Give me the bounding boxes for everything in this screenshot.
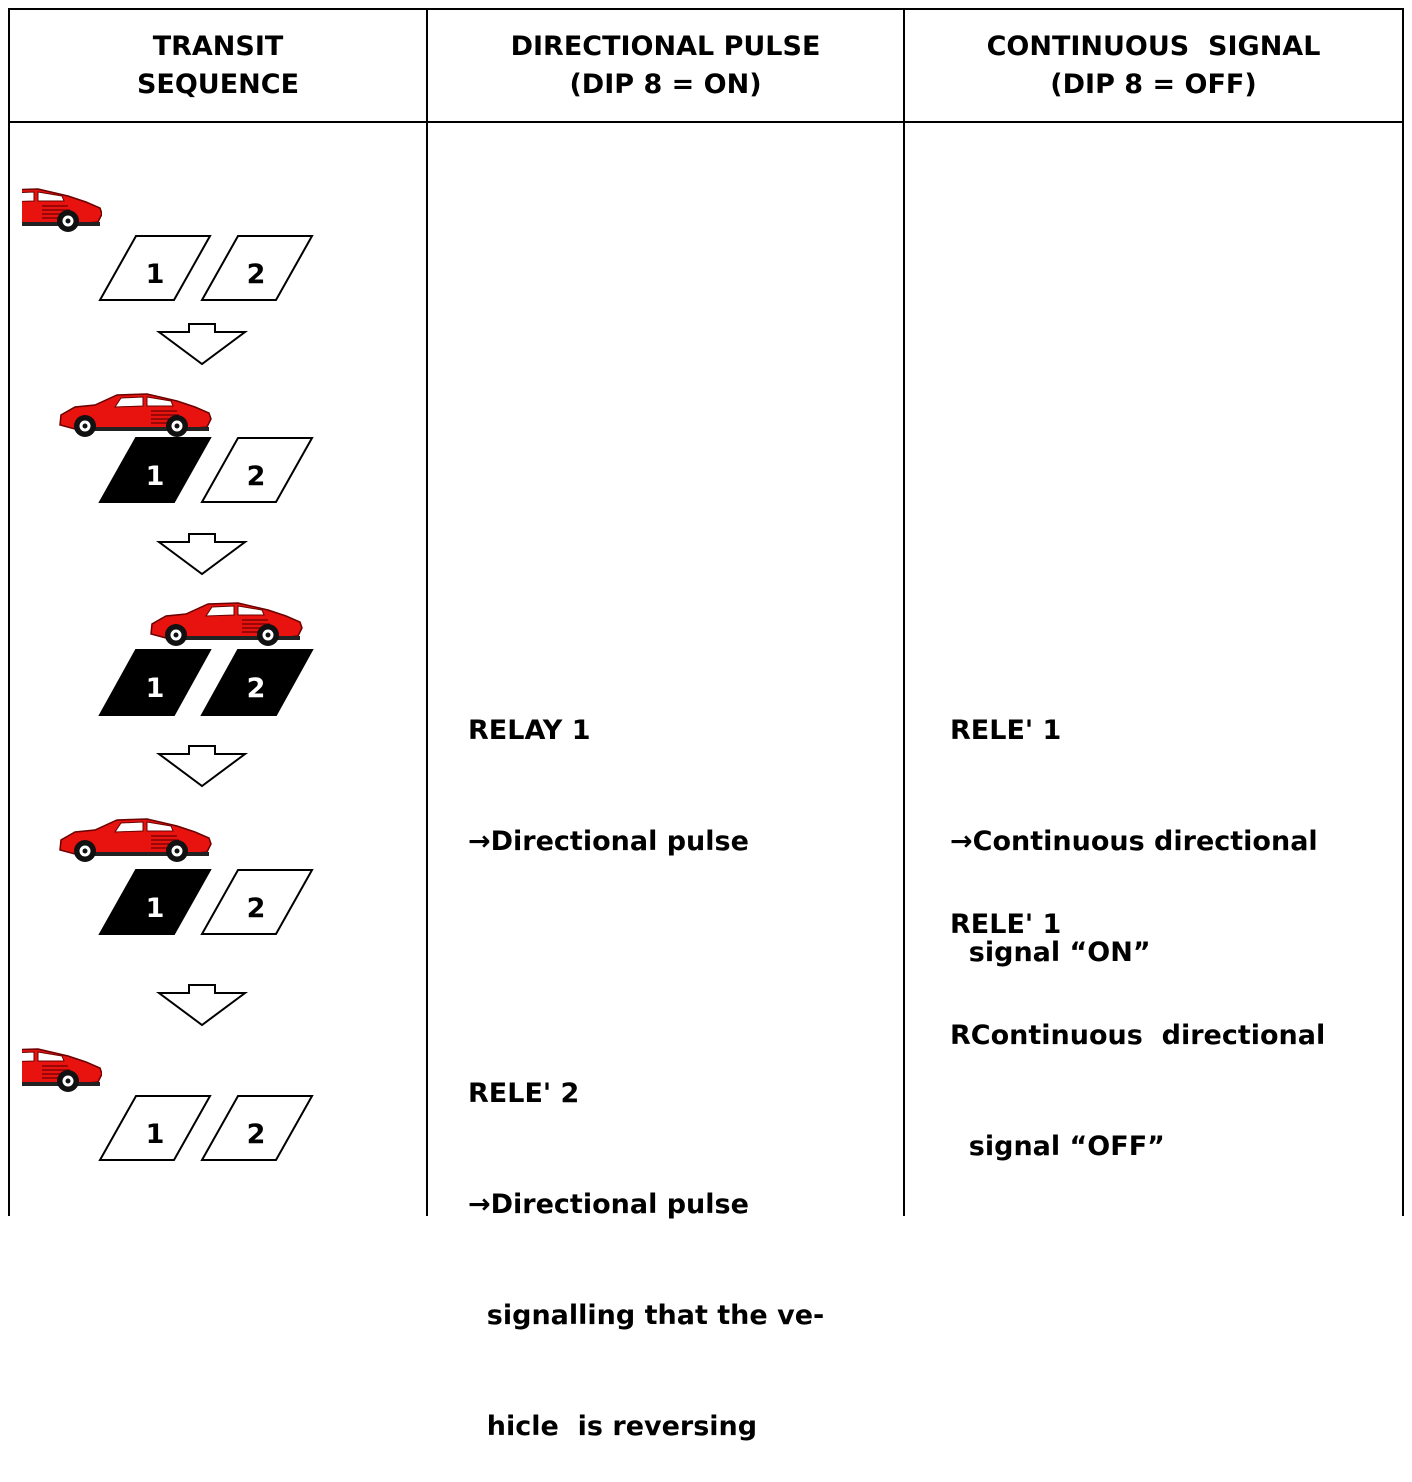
loop-1-label: 1 [146,893,165,924]
step-4: 1 2 [59,818,314,935]
loop-1-occupied-icon [98,869,212,935]
pulse-block-relay-1: RELAY 1 →Directional pulse [468,638,749,897]
loop-2-occupied-icon [200,649,314,716]
loop-2-label: 2 [247,1119,266,1150]
down-arrow-icon [158,533,246,575]
transit-sequence-diagram: 1 2 1 2 1 2 1 2 1 2 [22,188,314,1161]
header-continuous-signal: CONTINUOUS SIGNAL (DIP 8 = OFF) [905,28,1402,104]
header-directional-pulse: DIRECTIONAL PULSE (DIP 8 = ON) [428,28,903,104]
continuous-block1-line3: signal “ON” [950,937,1151,968]
continuous-block1-line1: RELE' 1 [950,715,1062,746]
car-icon [59,393,212,438]
loop-2-label: 2 [247,461,266,492]
header-col1-line1: TRANSIT [152,31,284,62]
column-divider-2 [903,8,905,1216]
loop-1-label: 1 [146,1119,165,1150]
loop-1-label: 1 [146,673,165,704]
header-col2-line2: (DIP 8 = ON) [569,69,762,100]
header-col3-line2: (DIP 8 = OFF) [1050,69,1257,100]
table-frame [8,8,1404,1216]
header-divider [8,121,1404,123]
step-1: 1 2 [22,188,314,301]
loop-2-icon [200,235,314,301]
step-2: 1 2 [59,393,314,503]
header-col3-line1: CONTINUOUS SIGNAL [986,31,1321,62]
header-col2-line1: DIRECTIONAL PULSE [510,31,821,62]
loop-2-icon [200,437,314,503]
continuous-block2-line1: RELE' 1 [950,909,1062,940]
loop-1-occupied-icon [98,437,212,503]
down-arrow-icon [158,984,246,1026]
car-partial-icon [22,188,102,232]
continuous-block-on: RELE' 1 →Continuous directional signal “… [950,638,1318,1008]
loop-2-icon [200,869,314,935]
loop-1-label: 1 [146,259,165,290]
loop-1-icon [98,1095,212,1161]
down-arrow-icon [158,323,246,365]
loop-1-occupied-icon [98,649,212,716]
loop-2-label: 2 [247,893,266,924]
continuous-block1-line2: →Continuous directional [950,826,1318,857]
step-5: 1 2 [22,1048,314,1161]
column-divider-1 [426,8,428,1216]
pulse-block2-line4: hicle is reversing [468,1411,758,1442]
continuous-block2-line2: RContinuous directional [950,1020,1326,1051]
car-icon [59,818,212,863]
loop-1-icon [98,235,212,301]
car-icon [150,602,303,647]
continuous-block-off: RELE' 1 RContinuous directional signal “… [950,832,1325,1202]
continuous-block2-line3: signal “OFF” [950,1131,1165,1162]
loop-2-icon [200,1095,314,1161]
pulse-block-relay-2: RELE' 2 →Directional pulse signalling th… [468,1001,824,1482]
down-arrow-icon [158,745,246,787]
loop-1-label: 1 [146,461,165,492]
header-transit-sequence: TRANSIT SEQUENCE [10,28,426,104]
pulse-block2-line3: signalling that the ve- [468,1300,825,1331]
pulse-block2-line2: →Directional pulse [468,1189,749,1220]
header-col1-line2: SEQUENCE [136,69,300,100]
pulse-block1-line1: RELAY 1 [468,715,591,746]
car-partial-icon [22,1048,102,1092]
loop-2-label: 2 [247,673,266,704]
pulse-block1-line2: →Directional pulse [468,826,749,857]
pulse-block2-line1: RELE' 2 [468,1078,580,1109]
loop-2-label: 2 [247,259,266,290]
step-3: 1 2 [98,602,314,716]
